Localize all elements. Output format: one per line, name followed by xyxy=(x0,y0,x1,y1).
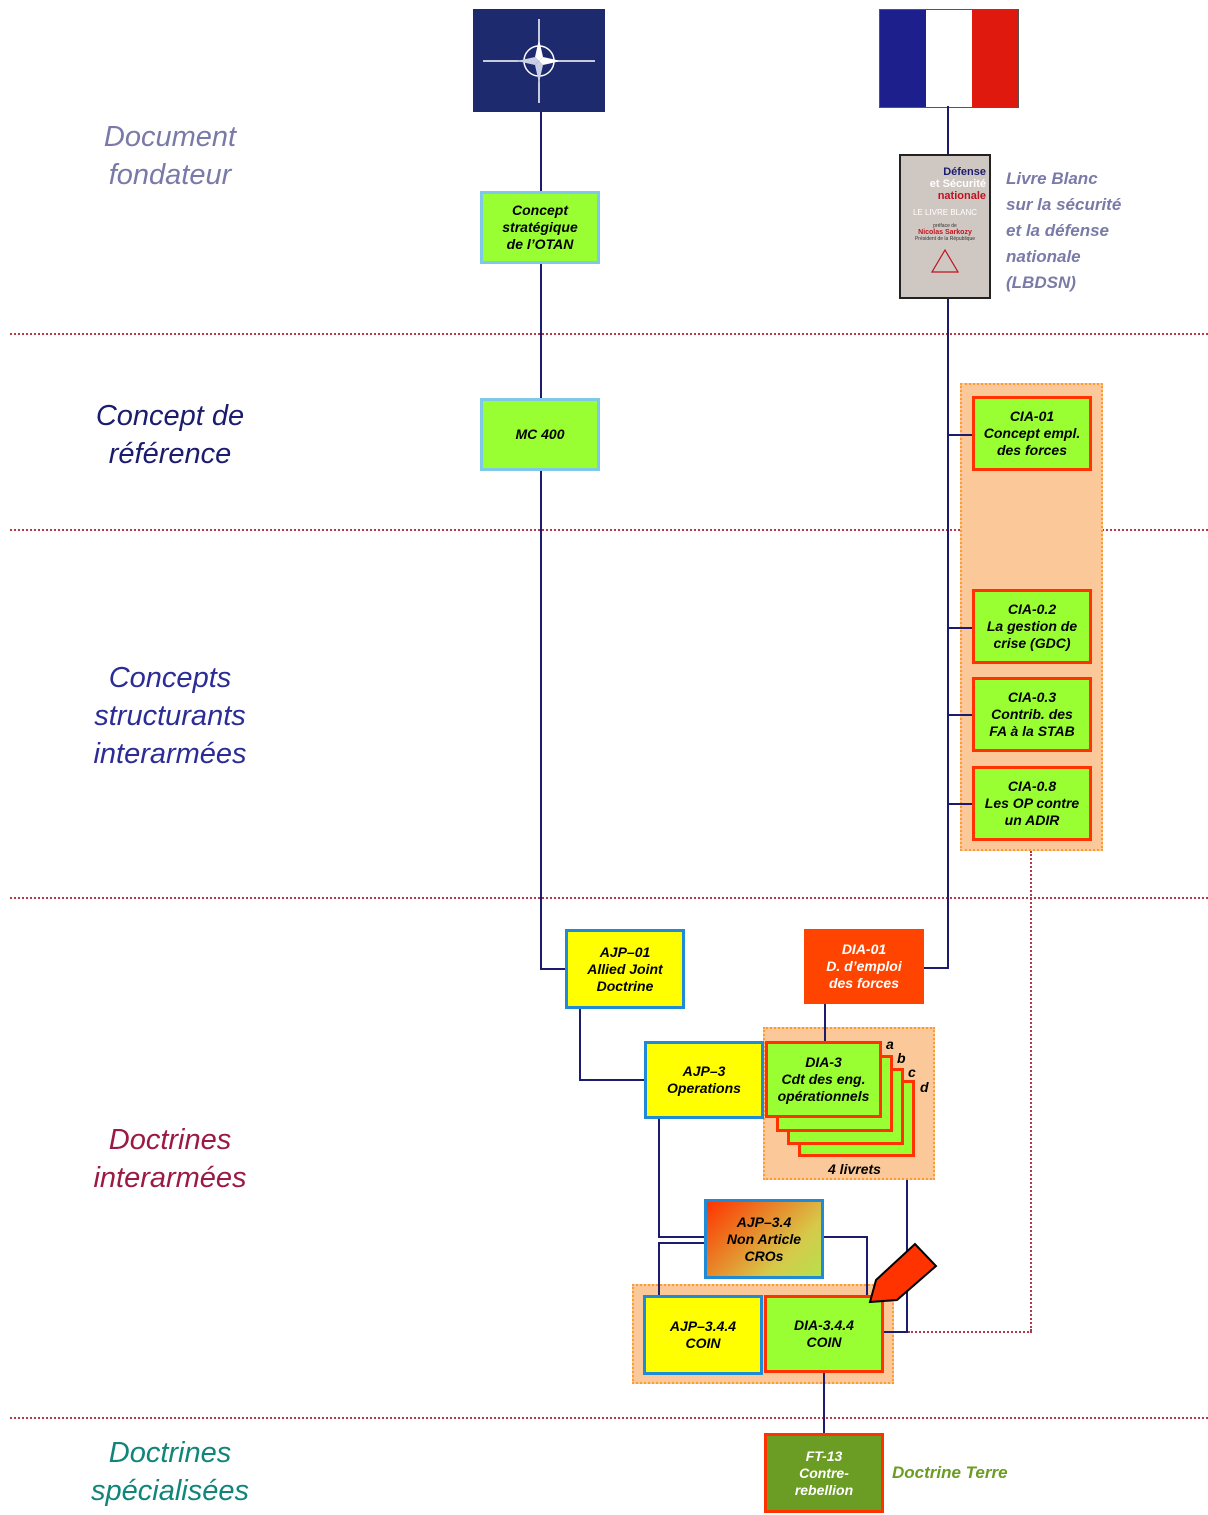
ajp3-box: AJP–3 Operations xyxy=(644,1041,764,1119)
connector xyxy=(824,1003,826,1041)
connector xyxy=(947,434,974,436)
mc400-box: MC 400 xyxy=(480,398,600,471)
dotted-connector xyxy=(908,1331,1032,1333)
connector xyxy=(947,299,949,969)
level-concept-reference: Concept de référence xyxy=(95,400,245,470)
separator-4 xyxy=(10,1417,1208,1419)
dotted-connector xyxy=(1030,851,1032,1331)
level-concepts-structurants: Concepts structurants interarmées xyxy=(93,662,247,770)
concept-strategique-otan-box: Concept stratégique de l’OTAN xyxy=(480,191,600,264)
ft13-box: FT-13 Contre- rebellion xyxy=(764,1433,884,1513)
highlight-arrow-icon xyxy=(868,1242,938,1304)
cia08-box: CIA-0.8 Les OP contre un ADIR xyxy=(972,766,1092,841)
connector xyxy=(540,968,566,970)
book-title-line3: nationale xyxy=(937,190,986,202)
connector xyxy=(540,470,542,970)
book-title-line2: et Sécurité xyxy=(929,178,986,190)
separator-2 xyxy=(10,529,1208,531)
separator-1 xyxy=(10,333,1208,335)
stack-letter-c: c xyxy=(908,1064,916,1080)
connector xyxy=(947,714,974,716)
book-logo-icon xyxy=(930,248,960,273)
cia01-box: CIA-01 Concept empl. des forces xyxy=(972,396,1092,471)
book-author-title: Président de la République xyxy=(914,236,976,242)
dia344-box: DIA-3.4.4 COIN xyxy=(764,1295,884,1373)
connector xyxy=(658,1236,706,1238)
level-doctrines-interarmees: Doctrines interarmées xyxy=(93,1124,247,1194)
france-flag xyxy=(879,9,1019,108)
connector xyxy=(866,1236,868,1295)
livre-blanc-cover: Défense et Sécurité nationale LE LIVRE B… xyxy=(899,154,991,299)
cia03-box: CIA-0.3 Contrib. des FA à la STAB xyxy=(972,677,1092,752)
connector xyxy=(579,1008,581,1081)
book-title-line1: Défense xyxy=(943,166,986,178)
dia3-box: DIA-3 Cdt des eng. opérationnels xyxy=(765,1041,882,1118)
ajp01-box: AJP–01 Allied Joint Doctrine xyxy=(565,929,685,1009)
stack-letter-b: b xyxy=(897,1050,906,1066)
separator-3 xyxy=(10,897,1208,899)
nato-flag xyxy=(473,9,605,112)
cia02-box: CIA-0.2 La gestion de crise (GDC) xyxy=(972,589,1092,664)
stack-letter-d: d xyxy=(920,1079,929,1095)
livre-blanc-caption: Livre Blanc sur la sécurité et la défens… xyxy=(1006,169,1122,292)
dia01-box: DIA-01 D. d’emploi des forces xyxy=(804,929,924,1004)
connector xyxy=(658,1242,706,1244)
book-author: Nicolas Sarkozy xyxy=(918,229,972,236)
connector xyxy=(823,1372,825,1434)
connector xyxy=(923,967,949,969)
connector xyxy=(947,627,974,629)
level-doctrines-specialisees: Doctrines spécialisées xyxy=(91,1437,249,1507)
book-preface: préface de xyxy=(933,223,957,229)
book-subtitle: LE LIVRE BLANC xyxy=(912,208,978,217)
connector xyxy=(947,803,974,805)
connector xyxy=(658,1242,660,1295)
connector xyxy=(579,1079,645,1081)
connector xyxy=(658,1118,660,1238)
livrets-caption: 4 livrets xyxy=(828,1161,881,1177)
connector xyxy=(947,106,949,154)
ajp344-box: AJP–3.4.4 COIN xyxy=(643,1295,763,1375)
doctrine-terre-caption: Doctrine Terre xyxy=(892,1463,1008,1482)
stack-letter-a: a xyxy=(886,1036,894,1052)
connector xyxy=(540,263,542,399)
connector xyxy=(540,112,542,192)
ajp34-box: AJP–3.4 Non Article CROs xyxy=(704,1199,824,1279)
connector xyxy=(822,1236,868,1238)
nato-compass-icon xyxy=(483,19,595,103)
level-document-fondateur: Document fondateur xyxy=(103,121,237,191)
connector xyxy=(882,1331,908,1333)
